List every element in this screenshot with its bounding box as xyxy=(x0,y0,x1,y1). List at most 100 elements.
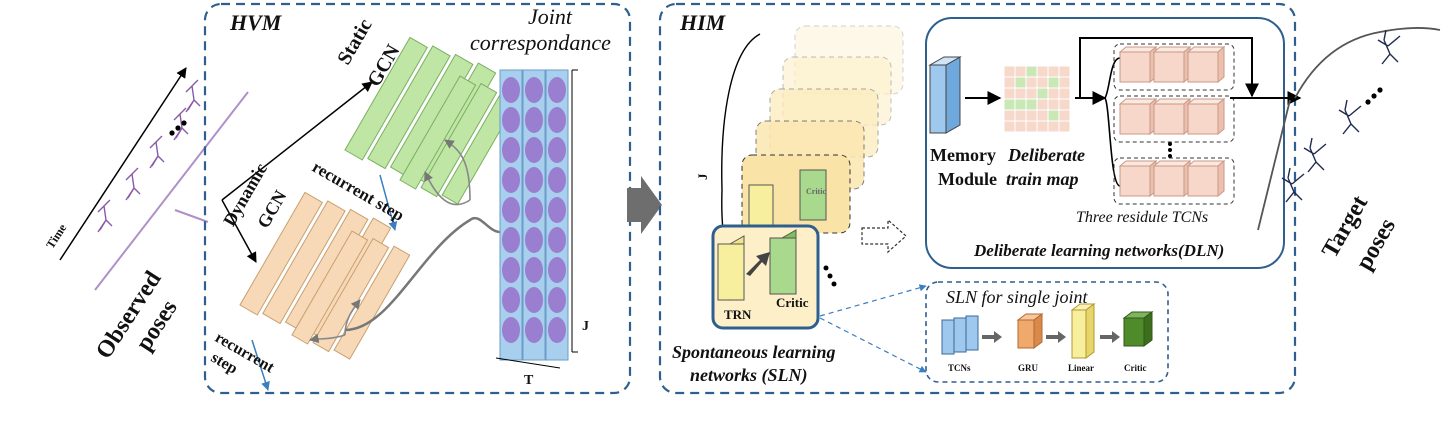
target-ellipsis xyxy=(1365,87,1383,105)
tcn-block xyxy=(1153,51,1185,83)
sln-single-pipeline xyxy=(941,303,1154,359)
tcn-ellipsis-dot xyxy=(1168,154,1172,158)
train-map-cell xyxy=(1058,109,1071,122)
trn-label: TRN xyxy=(724,307,752,322)
dln-label: Deliberate learning networks(DLN) xyxy=(974,241,1225,260)
sln-zoom-line-2 xyxy=(819,317,927,373)
dln-skip-connection xyxy=(1079,37,1302,105)
sln-stack-ellipsis xyxy=(823,265,837,287)
train-map-cell xyxy=(1036,120,1049,133)
correspondance-label: correspondance xyxy=(470,30,611,55)
train-map-cell xyxy=(1014,76,1027,89)
joint-node xyxy=(502,287,520,313)
train-map-cell xyxy=(1025,109,1038,122)
tcn-block xyxy=(1119,165,1151,197)
joint-node xyxy=(548,107,566,133)
tcn-row-frame xyxy=(1113,157,1235,205)
dln-panel xyxy=(925,17,1285,269)
ghost-critic-label: Critic xyxy=(806,187,826,196)
joint-node xyxy=(502,167,520,193)
joint-node xyxy=(525,107,543,133)
joint-node xyxy=(502,77,520,103)
hvm-title: HVM xyxy=(230,10,282,35)
observed-ellipsis xyxy=(169,120,187,136)
tcn-block xyxy=(1153,103,1185,135)
sln-part-tcns: TCNs xyxy=(948,363,971,373)
target-pose-figures xyxy=(1281,29,1401,203)
joint-node xyxy=(502,317,520,343)
train-map-cell xyxy=(1003,65,1016,78)
sln-card-front xyxy=(711,224,820,330)
joint-node xyxy=(548,167,566,193)
train-map-cell xyxy=(1047,76,1060,89)
joint-node xyxy=(525,227,543,253)
train-map-cell xyxy=(1003,87,1016,100)
train-map-cell xyxy=(1047,109,1060,122)
three-tcns-label: Three residule TCNs xyxy=(1076,209,1209,226)
sln-label-line1: Spontaneous learning xyxy=(672,342,836,362)
tcn-row-frame xyxy=(1113,95,1235,143)
static-gcn-stack-2 xyxy=(399,75,519,205)
sln-stack xyxy=(741,25,904,234)
him-title: HIM xyxy=(680,10,726,35)
memory-module-block xyxy=(928,56,962,134)
train-map-cell xyxy=(1014,65,1027,78)
sln-to-dln-arrow xyxy=(861,218,907,254)
joint-node xyxy=(502,257,520,283)
train-map-cell xyxy=(1058,65,1071,78)
joint-node xyxy=(548,257,566,283)
hvm-to-him-arrow xyxy=(627,176,662,234)
train-map-cell xyxy=(1003,120,1016,133)
hvm-t-label: T xyxy=(524,373,534,388)
train-map-cell xyxy=(1025,65,1038,78)
joint-node xyxy=(525,257,543,283)
sln-part-critic: Critic xyxy=(1124,363,1147,373)
train-map-cell xyxy=(1025,120,1038,133)
tcn-block xyxy=(1187,165,1219,197)
sln-single-panel xyxy=(925,281,1169,383)
hvm-j-label: J xyxy=(582,319,589,334)
joint-node xyxy=(548,317,566,343)
train-map-cell xyxy=(1036,98,1049,111)
observed-pose-figures xyxy=(97,79,201,233)
joint-node xyxy=(525,287,543,313)
joint-node xyxy=(548,137,566,163)
train-map-cell xyxy=(1036,65,1049,78)
tcn-brace xyxy=(1104,57,1121,187)
train-map-cell xyxy=(1047,87,1060,100)
tcn-block xyxy=(1187,103,1219,135)
joint-node xyxy=(502,107,520,133)
sln-part-linear: Linear xyxy=(1068,363,1094,373)
train-map-cell xyxy=(1047,120,1060,133)
joint-node xyxy=(502,137,520,163)
tcn-ellipsis-dot xyxy=(1168,142,1172,146)
joint-node xyxy=(548,197,566,223)
tcn-block xyxy=(1153,165,1185,197)
memory-label-line1: Memory xyxy=(930,145,996,165)
joint-node xyxy=(525,197,543,223)
joint-node xyxy=(525,77,543,103)
joint-node xyxy=(525,317,543,343)
dynamic-gcn-stack-2 xyxy=(291,230,411,360)
joint-node xyxy=(548,287,566,313)
train-map-cell xyxy=(1003,109,1016,122)
memory-label-line2: Module xyxy=(938,169,998,189)
him-panel xyxy=(658,2,1297,395)
train-map-cell xyxy=(1058,87,1071,100)
tcn-row-frame xyxy=(1113,43,1235,91)
train-map-cell xyxy=(1003,76,1016,89)
critic-label: Critic xyxy=(776,295,809,310)
tcn-block xyxy=(1187,51,1219,83)
tcn-block xyxy=(1119,51,1151,83)
joint-node xyxy=(502,227,520,253)
joint-label: Joint xyxy=(528,4,572,29)
sln-part-gru: GRU xyxy=(1018,363,1038,373)
sln-zoom-line-1 xyxy=(819,284,927,317)
train-map-cell xyxy=(1047,65,1060,78)
sln-label-line2: networks (SLN) xyxy=(690,365,808,385)
train-map-cell xyxy=(1014,98,1027,111)
joint-node xyxy=(525,167,543,193)
joint-correspondence-grid xyxy=(495,69,578,369)
hvm-feedback-arrows xyxy=(309,139,501,344)
